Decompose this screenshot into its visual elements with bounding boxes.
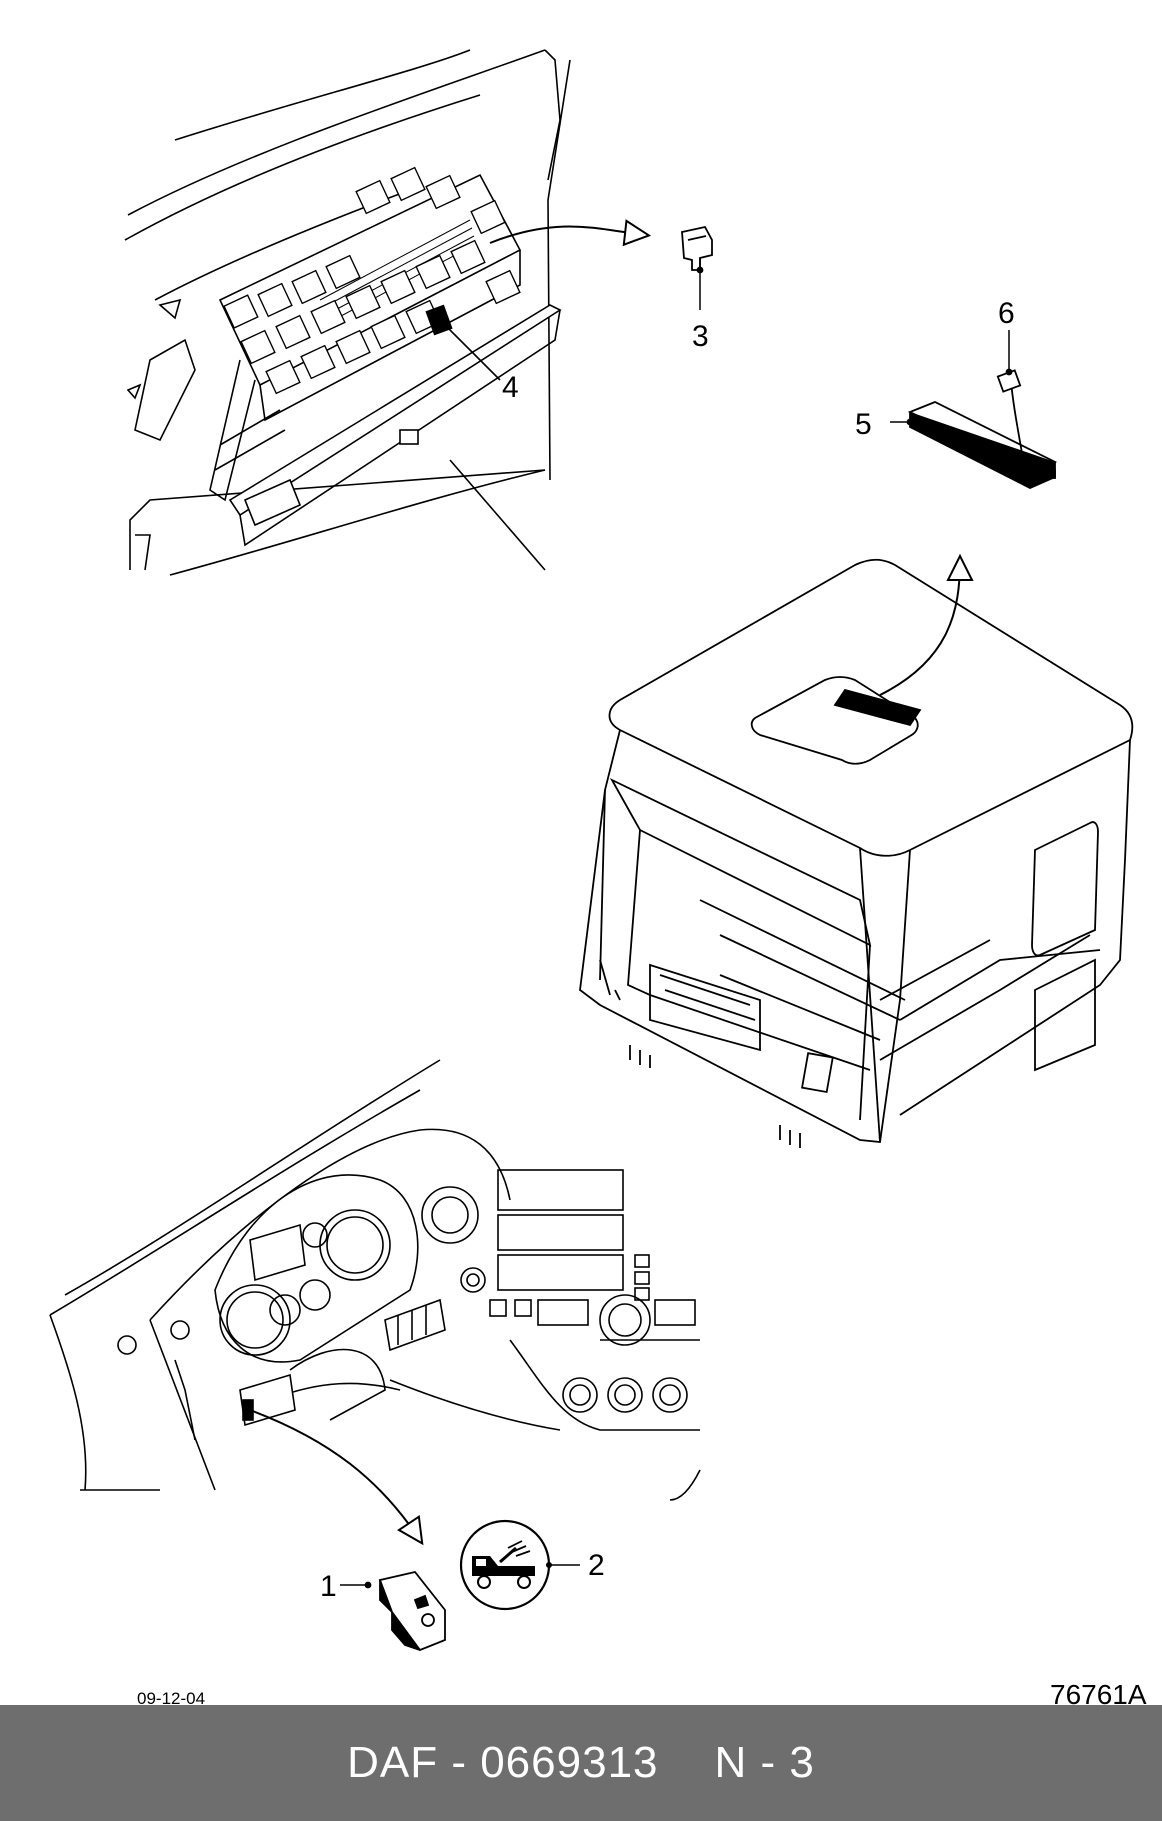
footer-page-ref: N - 3: [714, 1738, 815, 1787]
drawing-number: 76761A: [1050, 1679, 1147, 1705]
item-5-6-module: [890, 330, 1058, 489]
date-code: 09-12-04: [137, 1689, 205, 1705]
callout-3: 3: [692, 320, 709, 353]
truck-cab-illustration: [579, 553, 1134, 1148]
callout-1: 1: [320, 1570, 337, 1603]
callout-2: 2: [588, 1549, 605, 1582]
dashboard-illustration: [49, 1059, 701, 1546]
callout-4: 4: [502, 371, 519, 404]
exploded-parts-diagram: 1 2 3 4 5 6 09-12-04 76761A: [49, 49, 1147, 1705]
item-1-switch: [340, 1570, 446, 1652]
callout-5: 5: [855, 408, 872, 441]
footer-bar: DAF - 0669313 N - 3: [0, 1705, 1162, 1821]
callout-labels: 1 2 3 4 5 6: [320, 297, 1015, 1603]
callout-6: 6: [998, 297, 1015, 330]
central-electrical-box-illustration: [124, 49, 652, 576]
footer-part-ref: DAF - 0669313: [347, 1738, 659, 1787]
item-3-clip: [681, 225, 713, 310]
item-2-symbol-disc: [459, 1519, 580, 1611]
